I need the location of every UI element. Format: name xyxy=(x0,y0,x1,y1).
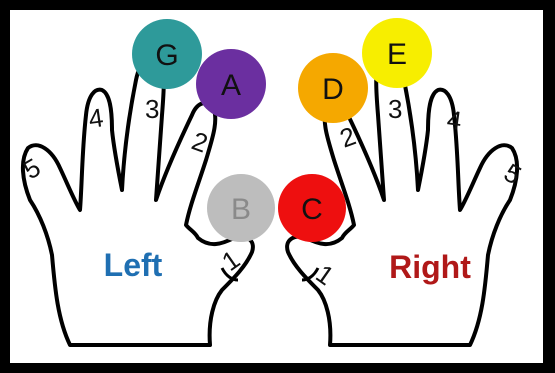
note-b: B xyxy=(207,174,275,242)
right-hand-label: Right xyxy=(389,249,471,285)
note-g-letter: G xyxy=(155,39,178,72)
note-a-letter: A xyxy=(221,69,241,102)
note-d: D xyxy=(298,53,368,123)
note-c: C xyxy=(278,174,346,242)
note-a: A xyxy=(196,49,266,119)
left-thumb-crease xyxy=(220,267,239,282)
right-finger-number-3: 3 xyxy=(388,94,402,124)
note-e: E xyxy=(362,18,432,88)
note-d-circle xyxy=(298,53,368,123)
note-c-circle xyxy=(278,174,346,242)
note-g-circle xyxy=(132,19,202,89)
right-thumb-crease xyxy=(301,267,320,282)
note-d-letter: D xyxy=(322,73,344,106)
right-finger-number-4: 4 xyxy=(445,104,464,136)
note-c-letter: C xyxy=(301,193,323,226)
note-a-circle xyxy=(196,49,266,119)
note-g: G xyxy=(132,19,202,89)
note-e-circle xyxy=(362,18,432,88)
left-hand-label: Left xyxy=(104,247,163,283)
note-b-letter: B xyxy=(231,193,251,226)
note-e-letter: E xyxy=(387,38,407,71)
note-b-circle xyxy=(207,174,275,242)
left-finger-number-3: 3 xyxy=(145,94,159,124)
left-finger-number-4: 4 xyxy=(87,102,106,134)
